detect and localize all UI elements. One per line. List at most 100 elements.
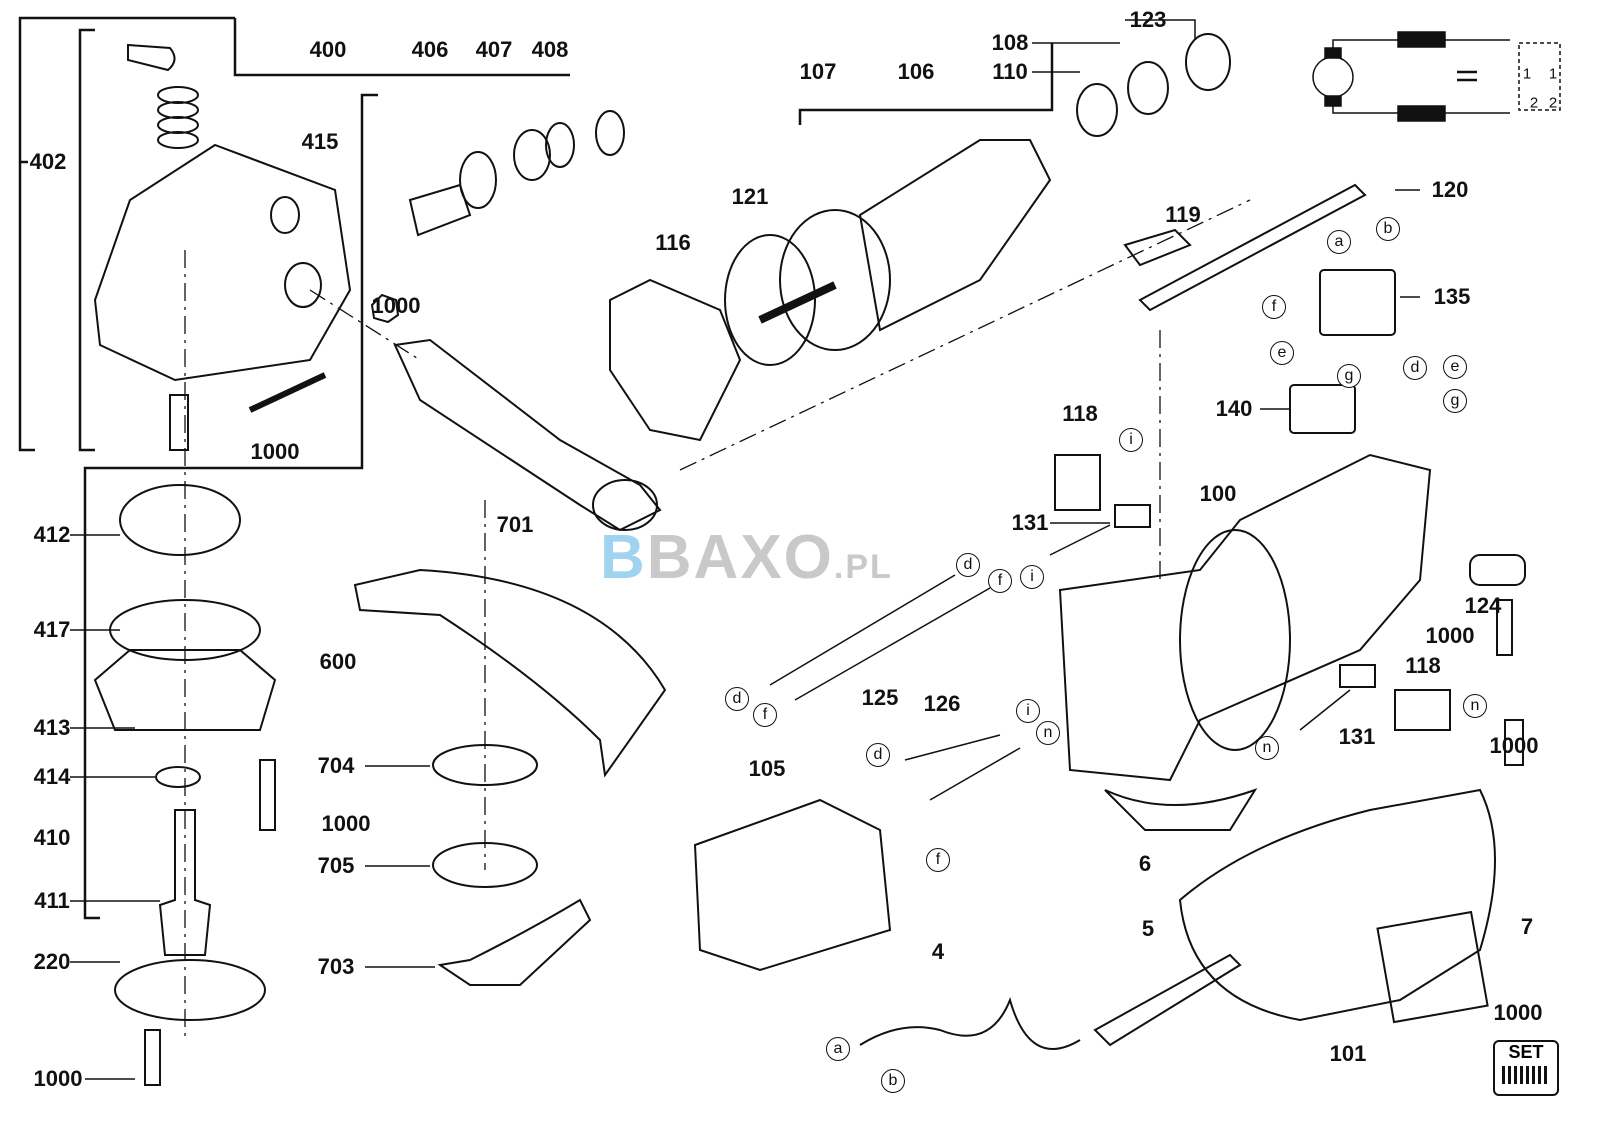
part-label: 415 [301,129,339,154]
wire-callout: n [1036,721,1060,745]
part-121-ring [724,234,816,366]
wire-callout: f [1262,295,1286,319]
part-label: 1000 [250,439,300,464]
wire-callout: a [826,1037,850,1061]
wire-callout: d [725,687,749,711]
part-label: 100 [1199,481,1237,506]
parts [93,33,1526,1086]
part-6-plate [1104,788,1258,831]
part-label: 123 [1129,7,1167,32]
part-label: 7 [1520,914,1534,939]
part-label: 121 [731,184,769,209]
part-label: 412 [33,522,71,547]
part-220-plate [114,959,266,1021]
part-label: 101 [1329,1041,1367,1066]
wire-callout: g [1443,389,1467,413]
wire-callout: i [1020,565,1044,589]
part-label: 4 [931,939,945,964]
part-4-cable [859,996,1081,1050]
part-100-motor-housing [1058,453,1432,782]
part-label: 105 [748,756,786,781]
part-label: 406 [411,37,449,62]
wire-callout: b [881,1069,905,1093]
watermark-suffix: .PL [833,548,893,586]
part-label: 118 [1062,401,1098,426]
part-label: 600 [319,649,357,674]
part-label: 701 [496,512,534,537]
part-label: 116 [655,230,691,255]
part-label: 106 [897,59,935,84]
contact-label: 1 [1522,65,1532,83]
part-label: 131 [1338,724,1376,749]
part-label: 131 [1011,510,1049,535]
group-brackets [18,16,1054,920]
part-label: 402 [29,149,67,174]
watermark: BBAXO.PL [600,523,893,592]
part-119-switch [1123,228,1192,267]
wire-callout: n [1463,694,1487,718]
part-118-brushholder [1054,454,1101,511]
part-label: 410 [33,825,71,850]
part-label: 413 [33,715,71,740]
part-label: 107 [799,59,837,84]
part-label: 705 [317,853,355,878]
part-701-handle [393,338,662,532]
part-7-label [1376,910,1489,1024]
part-label: 1000 [371,293,421,318]
part-label: 703 [317,954,355,979]
wire-callout: d [866,743,890,767]
wire-callout: f [926,848,950,872]
part-120-rod [1138,183,1367,312]
part-118-brushholder-2 [1394,689,1451,731]
part-704-flange [432,744,538,786]
part-417-oring [109,599,261,661]
part-pinion [408,183,472,237]
part-label: 5 [1141,916,1155,941]
part-label: 1000 [1425,623,1475,648]
part-5-strain-relief [1093,953,1242,1047]
part-116-flange [609,278,742,442]
part-label: 120 [1431,177,1469,202]
set-label: SET [1508,1042,1544,1062]
part-107-fan [779,209,891,351]
part-label: 124 [1464,593,1502,618]
part-412-gear [119,484,241,556]
part-124-clamp [1469,554,1526,586]
part-label: 6 [1138,851,1152,876]
screw-set-badge: SET [1493,1040,1559,1096]
part-label: 1000 [321,811,371,836]
part-label: 1000 [1493,1000,1543,1025]
wiring-schematic [1312,31,1561,122]
contact-label: 2 [1529,94,1539,112]
wire-callout: g [1337,364,1361,388]
part-label: 220 [33,949,71,974]
wire-callout: i [1119,428,1143,452]
part-703-wrench [437,898,592,986]
part-402-lever [127,43,176,72]
part-600-guard [353,568,667,778]
part-705-nut [432,842,538,888]
part-135-switch [1319,269,1396,336]
part-label: 140 [1215,396,1253,421]
leader-lines [70,19,1420,1080]
part-label: 407 [475,37,513,62]
part-label: 400 [309,37,347,62]
wire-callout: f [753,703,777,727]
wire-callout: a [1327,230,1351,254]
part-label: 408 [531,37,569,62]
part-413-flange [93,649,277,731]
part-label: 110 [992,59,1028,84]
wire-callout: f [988,569,1012,593]
part-label: 1000 [1489,733,1539,758]
part-101-cover [1178,788,1496,1022]
part-140-capacitor [1289,384,1356,434]
part-label: 126 [923,691,961,716]
screw-icon [1502,1066,1550,1084]
part-label: 411 [34,888,70,913]
part-label: 417 [33,617,71,642]
wires [769,524,1351,801]
part-gear-housing [93,143,352,382]
part-label: 414 [33,764,71,789]
